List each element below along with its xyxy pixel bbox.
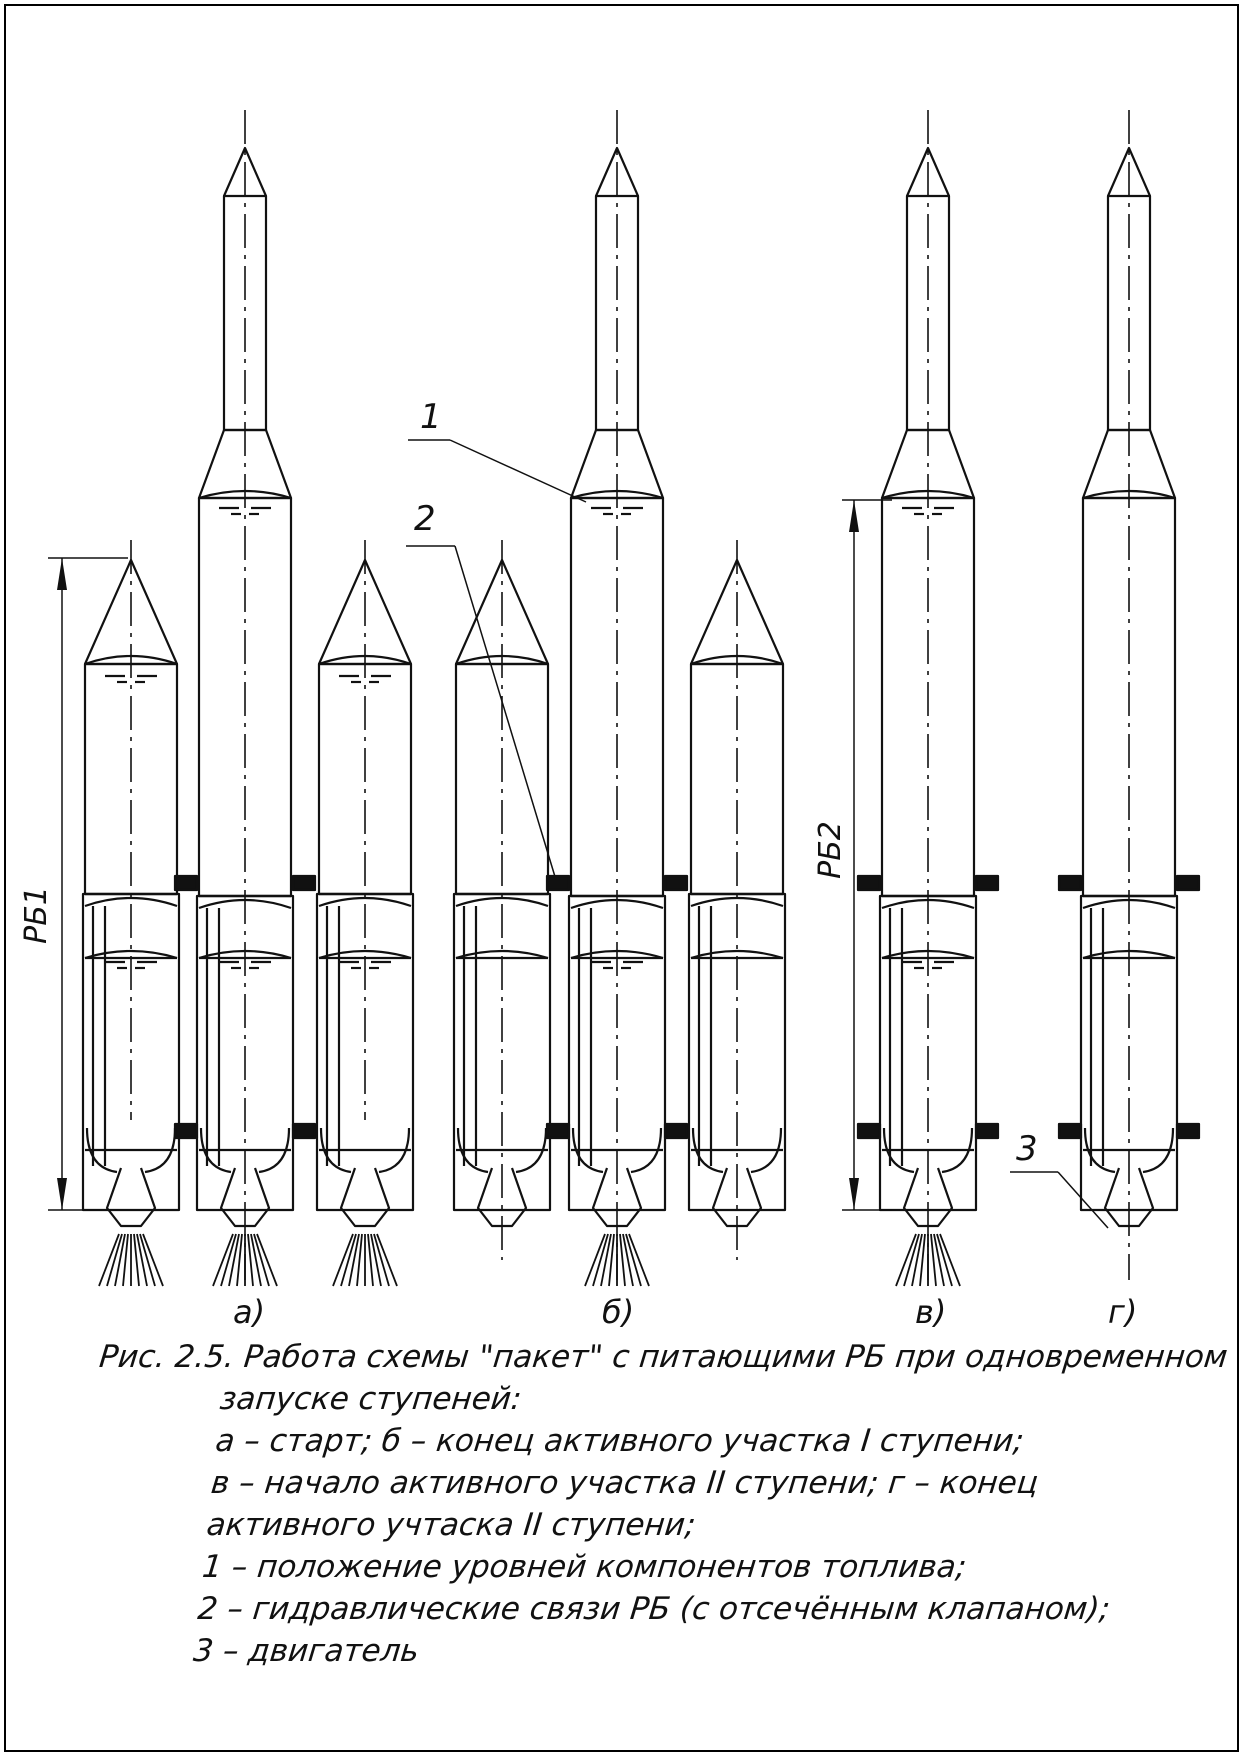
variant-label-a: а) <box>233 1293 265 1331</box>
dimension-label-rb2: РБ2 <box>813 821 848 879</box>
caption-line: 1 – положение уровней компонентов топлив… <box>200 1549 969 1585</box>
callout-label-2: 2 <box>414 499 436 539</box>
figure-caption: Рис. 2.5. Работа схемы "пакет" с питающи… <box>66 1336 1230 1672</box>
booster-a-right <box>315 540 415 1287</box>
callout-leader-2 <box>406 545 557 881</box>
caption-line: а – старт; б – конец активного участка I… <box>213 1423 1026 1459</box>
core-v <box>856 110 1000 1287</box>
caption-line: Рис. 2.5. Работа схемы "пакет" с питающи… <box>97 1339 1230 1375</box>
caption-line: в – начало активного участка II ступени;… <box>209 1465 1040 1501</box>
caption-line: активного учтаска II ступени; <box>204 1507 698 1543</box>
variant-label-g: г) <box>1108 1293 1137 1331</box>
caption-line: 2 – гидравлические связи РБ (с отсечённы… <box>196 1591 1112 1627</box>
core-g <box>1057 110 1201 1280</box>
core-b <box>545 110 689 1287</box>
dimension-rb1 <box>48 557 128 1211</box>
callout-leader-1 <box>408 439 587 503</box>
callout-label-1: 1 <box>420 397 442 437</box>
caption-line: запуске ступеней: <box>218 1381 524 1417</box>
booster-a-left <box>81 540 181 1287</box>
variant-label-v: в) <box>915 1293 946 1331</box>
booster-b-left <box>452 540 552 1260</box>
booster-b-right <box>687 540 787 1260</box>
dimension-rb2 <box>842 499 892 1211</box>
variant-label-b: б) <box>602 1293 634 1331</box>
rocket-figures <box>81 110 1201 1287</box>
callout-label-3: 3 <box>1016 1129 1038 1169</box>
drawing-frame <box>4 4 1239 1752</box>
dimension-label-rb1: РБ1 <box>19 886 54 944</box>
caption-line: 3 – двигатель <box>191 1633 421 1669</box>
callout-leader-3 <box>1010 1171 1109 1229</box>
core-a <box>173 110 317 1287</box>
